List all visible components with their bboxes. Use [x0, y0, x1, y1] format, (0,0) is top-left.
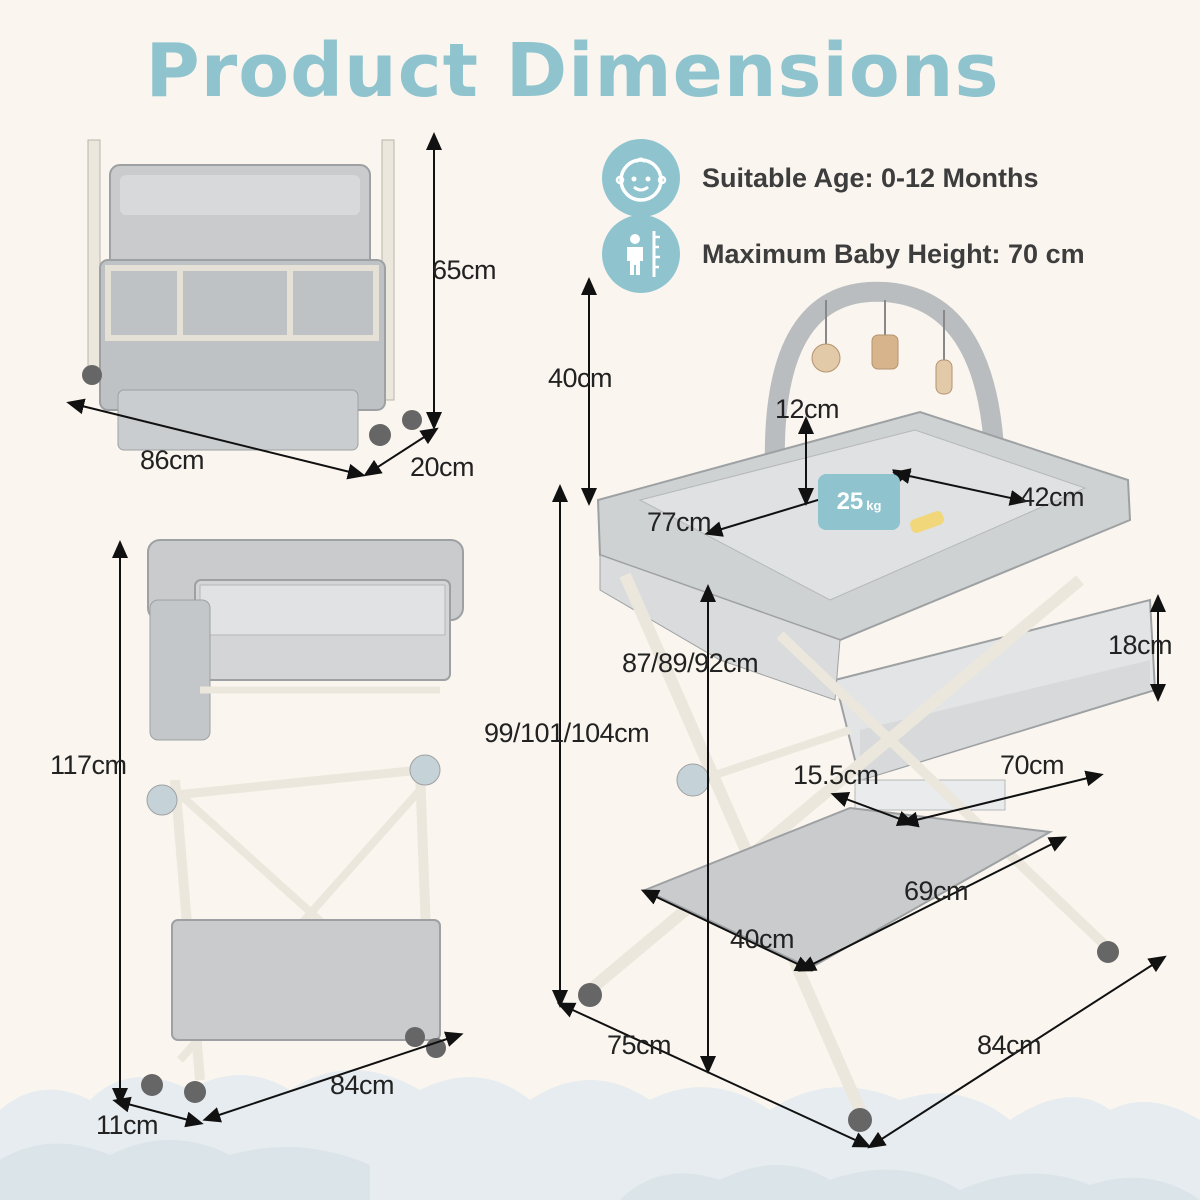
page-title: Product Dimensions — [145, 28, 1000, 114]
dim-tray-depth: 12cm — [775, 394, 840, 424]
dim-folded-depth: 20cm — [410, 452, 475, 482]
dim-basket-length: 70cm — [1000, 750, 1065, 780]
dim-folded-length: 86cm — [140, 445, 205, 475]
dim-shelf-length: 69cm — [904, 876, 969, 906]
dim-side-depth: 11cm — [96, 1110, 159, 1140]
dim-shelf-width: 40cm — [730, 924, 795, 954]
dim-tray-width: 42cm — [1020, 482, 1085, 512]
dim-total-height: 99/101/104cm — [484, 718, 650, 748]
dim-base-width: 75cm — [607, 1030, 672, 1060]
weight-value: 25 — [836, 488, 864, 515]
weight-unit: kg — [866, 497, 882, 513]
feature-age: Suitable Age: 0-12 Months — [602, 138, 1039, 218]
side-folded-product — [112, 539, 464, 1128]
dim-side-width: 84cm — [330, 1070, 395, 1100]
dim-storage-height: 18cm — [1108, 630, 1173, 660]
feature-height: Maximum Baby Height: 70 cm — [602, 214, 1085, 294]
feature-age-text: Suitable Age: 0-12 Months — [702, 162, 1039, 193]
folded-product — [66, 132, 442, 480]
dim-tray-length: 77cm — [647, 507, 712, 537]
feature-height-text: Maximum Baby Height: 70 cm — [702, 238, 1085, 269]
baby-height-icon — [602, 215, 680, 293]
dim-side-height: 117cm — [50, 750, 127, 780]
dim-arch-height: 40cm — [548, 363, 613, 393]
open-product — [552, 277, 1167, 1149]
cloud-decoration-front — [0, 1140, 1200, 1200]
baby-face-icon — [602, 139, 680, 217]
dim-table-height: 87/89/92cm — [622, 648, 759, 678]
dim-basket-depth: 15.5cm — [793, 760, 879, 790]
dim-base-length: 84cm — [977, 1030, 1042, 1060]
dim-folded-height: 65cm — [432, 255, 497, 285]
